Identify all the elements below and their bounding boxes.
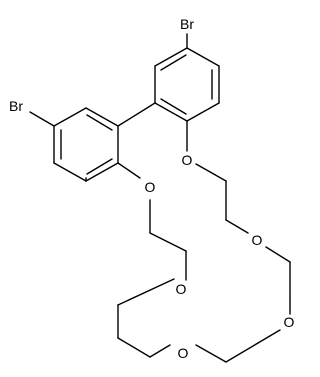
bond — [86, 114, 113, 131]
aromatic-ring-left — [53, 107, 119, 182]
bond — [117, 278, 175, 306]
oxygen-label-right-lower: O — [284, 314, 295, 330]
bond — [160, 98, 187, 115]
oxygen-label-aryl-left: O — [145, 179, 156, 195]
bond — [225, 219, 249, 234]
bond — [85, 107, 119, 127]
bond — [160, 54, 187, 71]
bond — [149, 344, 171, 358]
bond — [186, 102, 220, 122]
bond — [53, 107, 87, 127]
bromine-label-top: Br — [180, 16, 194, 32]
bond — [195, 163, 227, 182]
aromatic-ring-right — [154, 47, 220, 122]
bond — [225, 342, 259, 363]
bond — [85, 162, 119, 182]
bond — [265, 246, 291, 263]
bond — [257, 329, 281, 344]
bond — [86, 158, 113, 175]
bond — [53, 162, 87, 182]
bond — [195, 344, 227, 363]
bond — [186, 47, 220, 67]
oxygen-label-bottom: O — [178, 345, 189, 361]
bond — [117, 162, 141, 179]
bromine-label-left: Br — [9, 98, 23, 114]
chemical-structure-diagram: Br Br O O O O O O — [9, 16, 295, 363]
bond — [154, 102, 188, 122]
biaryl-bond — [117, 102, 156, 127]
oxygen-label-left-middle: O — [176, 281, 187, 297]
bond — [117, 337, 151, 358]
crown-ether-chain — [117, 163, 291, 363]
oxygen-label-right-upper: O — [252, 232, 263, 248]
oxygen-label-aryl-right: O — [182, 152, 193, 168]
bond — [29, 111, 55, 127]
bond — [154, 47, 188, 67]
bond — [149, 232, 187, 252]
